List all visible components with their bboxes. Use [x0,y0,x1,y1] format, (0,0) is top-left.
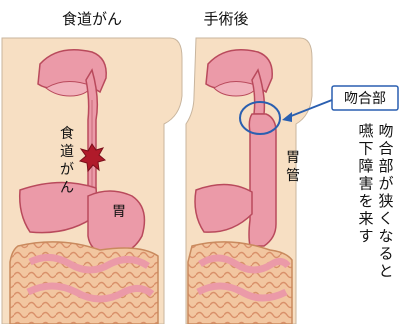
side-note-char: 下 [358,140,373,158]
cancer-label-char-2: 道 [60,144,74,160]
side-note-char: と [378,262,393,280]
side-note-char: 害 [358,175,373,193]
callout-label: 吻合部 [344,91,386,107]
right-panel-title: 手術後 [203,10,248,28]
side-note-char: な [378,227,393,245]
left-stomach [88,191,144,255]
side-note-char: 来 [358,210,373,228]
right-panel: 手術後 胃 管 [186,10,312,324]
side-note-char: す [358,227,373,245]
side-note-char: 障 [358,157,373,175]
stomach-label: 胃 [112,204,126,220]
right-intestines [188,242,292,324]
side-note-char: 合 [378,140,393,158]
cancer-label-char-3: が [60,162,74,178]
left-panel-title: 食道がん [62,10,122,28]
tube-label-char-1: 胃 [286,150,300,166]
side-note-char: を [358,192,373,210]
side-note-char: 吻 [378,122,393,140]
side-note-char: 嚥 [358,122,373,140]
side-note-char: 部 [378,157,393,175]
side-note-char: る [378,245,393,263]
side-note-char: 狭 [378,192,393,210]
left-intestines [10,242,158,324]
cancer-label-char-1: 食 [60,125,74,142]
cancer-label-char-4: ん [60,180,74,196]
left-panel: 食道がん 食 道 が ん 胃 [2,10,182,324]
tube-label-char-2: 管 [286,168,300,184]
side-note-char: が [378,175,393,193]
side-note-char: く [378,210,393,228]
